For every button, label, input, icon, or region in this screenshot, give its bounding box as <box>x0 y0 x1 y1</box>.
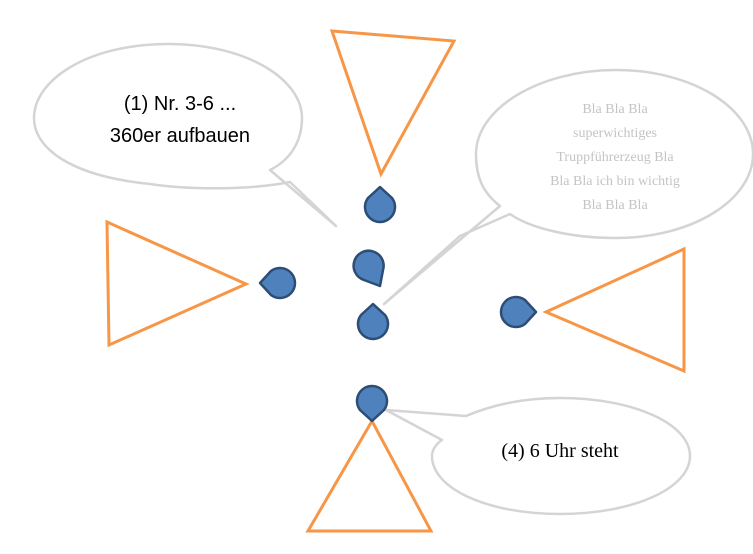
bubble-3-text: (4) 6 Uhr steht <box>450 436 670 466</box>
triangle-left <box>105 219 250 348</box>
drop-marker-bottom <box>355 384 389 423</box>
triangle-bottom <box>305 417 434 533</box>
bubble-2-line-3: Truppführerzeug Bla <box>556 150 674 165</box>
bubble-2-line-5: Bla Bla Bla <box>582 198 648 213</box>
bubble-2-line-4: Bla Bla ich bin wichtig <box>550 174 680 189</box>
bubble-1-line-2: 360er aufbauen <box>109 125 251 147</box>
bubble-1-text: (1) Nr. 3-6 ... 360er aufbauen <box>60 88 300 152</box>
bubble-2-text: Bla Bla Bla superwichtiges Truppführerze… <box>500 98 730 218</box>
drop-marker-right <box>499 295 538 329</box>
drop-marker-center-upper <box>352 249 385 288</box>
drop-marker-center-lower <box>356 302 390 341</box>
triangle-right <box>542 246 686 374</box>
drop-marker-top <box>363 185 397 224</box>
speech-bubble-2 <box>382 68 753 306</box>
bubble-1-line-1: (1) Nr. 3-6 ... <box>123 93 237 115</box>
bubble-2-line-1: Bla Bla Bla <box>582 102 648 117</box>
bubble-3-line-1: (4) 6 Uhr steht <box>501 440 619 462</box>
speech-bubble-3 <box>384 396 692 516</box>
bubble-2-line-2: superwichtiges <box>573 126 657 141</box>
triangle-top <box>329 29 457 178</box>
drop-marker-left <box>258 266 297 300</box>
speech-bubble-1 <box>32 42 338 228</box>
